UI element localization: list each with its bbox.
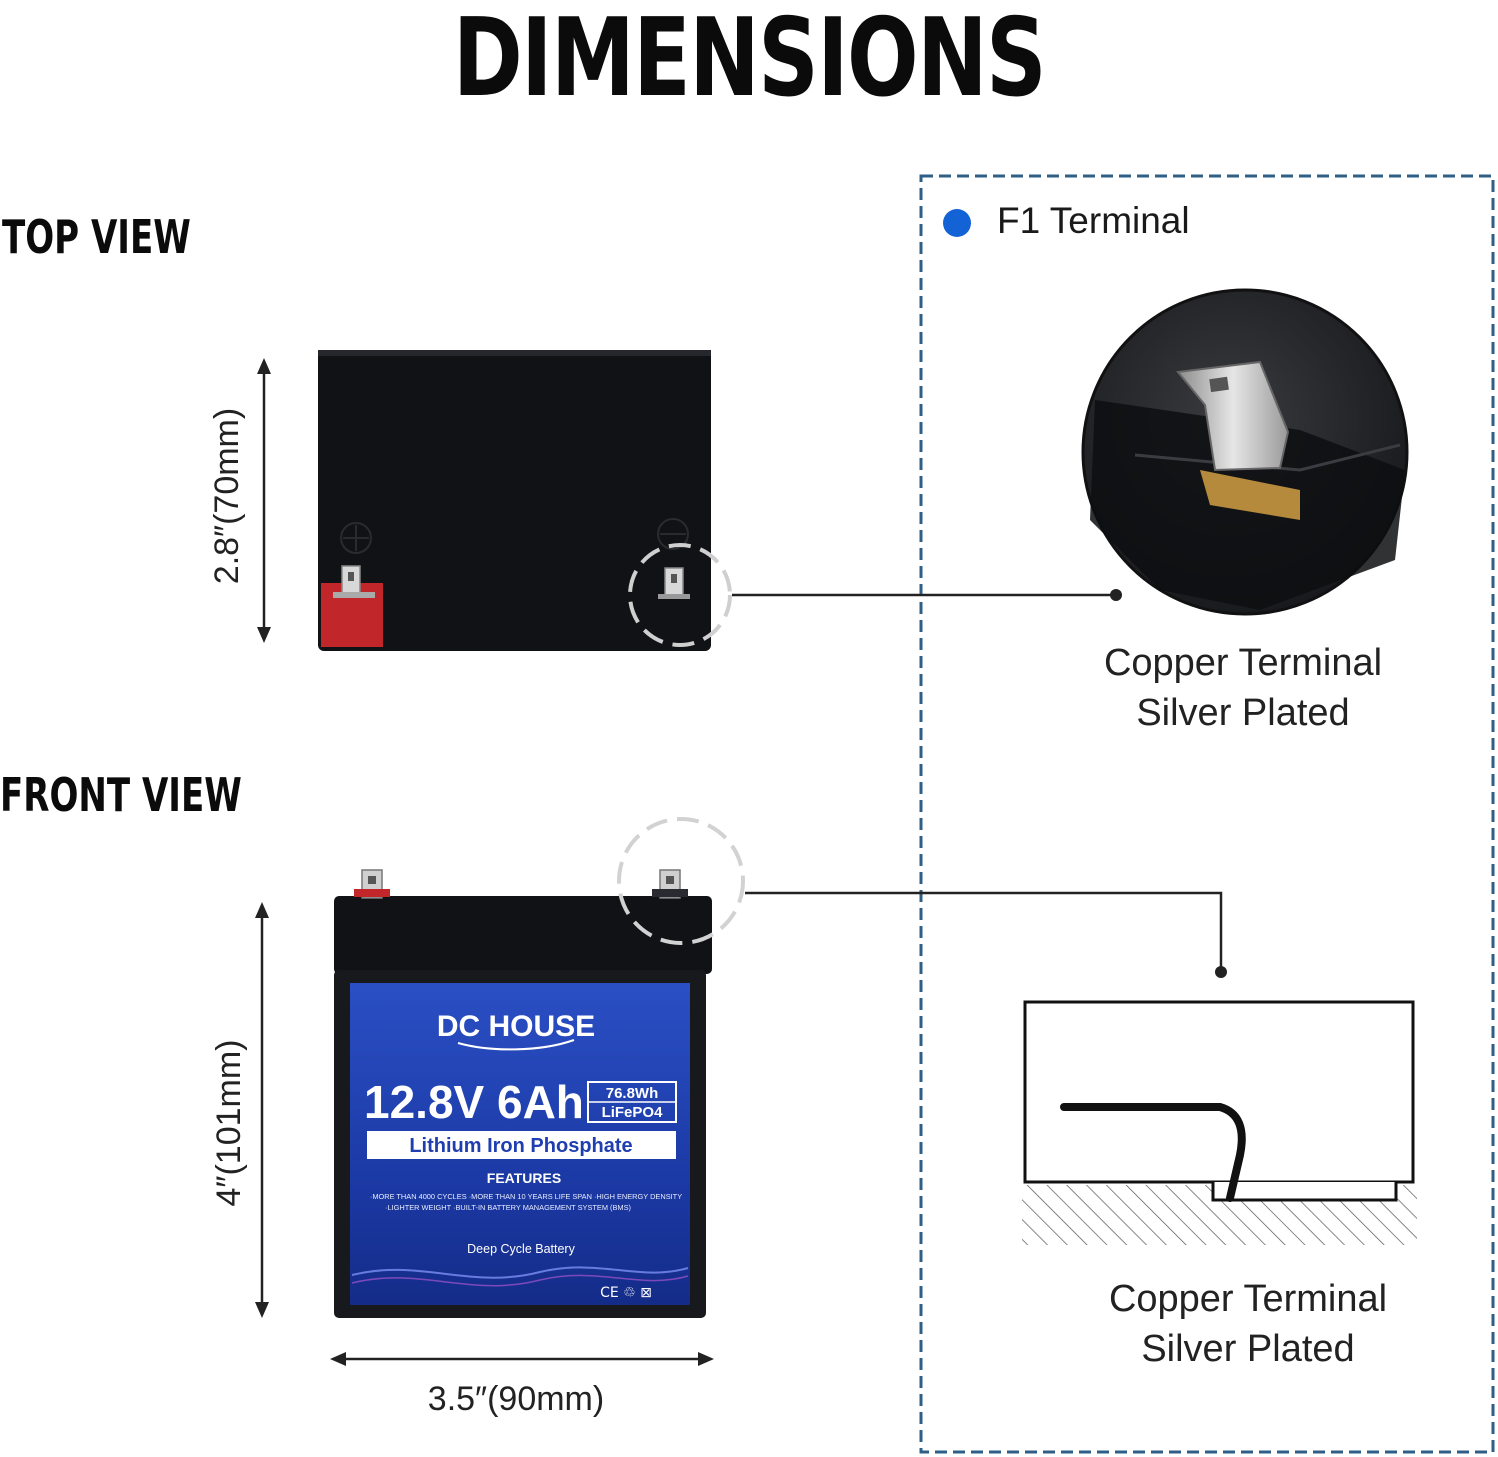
label-voltage-capacity: 12.8V 6Ah bbox=[364, 1076, 584, 1128]
front-height-dim-label: 4″(101mm) bbox=[210, 1039, 248, 1207]
terminal-cross-section bbox=[1022, 1000, 1417, 1245]
label-energy: 76.8Wh bbox=[606, 1085, 659, 1102]
front-width-dim-label: 3.5″(90mm) bbox=[427, 1380, 605, 1418]
front-view-battery: DC HOUSE 12.8V 6Ah 76.8Wh LiFePO4 Lithiu… bbox=[334, 869, 712, 1318]
front-terminal-highlight bbox=[617, 817, 745, 945]
label-type: Lithium Iron Phosphate bbox=[409, 1135, 632, 1157]
top-terminal-highlight bbox=[628, 543, 732, 647]
callout-top: Copper Terminal Silver Plated bbox=[1053, 638, 1433, 738]
positive-symbol-icon bbox=[340, 522, 372, 554]
legend-dot bbox=[943, 209, 971, 237]
label-subtitle: Deep Cycle Battery bbox=[467, 1242, 575, 1256]
label-features-line2: ·LIGHTER WEIGHT ·BUILT-IN BATTERY MANAGE… bbox=[385, 1203, 631, 1212]
label-features-title: FEATURES bbox=[487, 1170, 561, 1186]
terminal-panel-border bbox=[919, 174, 1495, 1454]
callout-bottom-line1: Copper Terminal bbox=[1108, 1278, 1388, 1320]
label-chemistry: LiFePO4 bbox=[602, 1104, 664, 1121]
legend-label: F1 Terminal bbox=[997, 200, 1190, 241]
callout-bottom: Copper Terminal Silver Plated bbox=[1058, 1274, 1438, 1374]
page-title: DIMENSIONS bbox=[452, 0, 1047, 121]
callout-top-line2: Silver Plated bbox=[1136, 692, 1350, 734]
negative-symbol-icon bbox=[657, 518, 689, 550]
top-view-battery bbox=[318, 350, 711, 651]
front-view-title: FRONT VIEW bbox=[0, 768, 242, 822]
label-features-line1: ·MORE THAN 4000 CYCLES ·MORE THAN 10 YEA… bbox=[370, 1192, 682, 1201]
label-certifications: CE ♲ ⊠ bbox=[600, 1285, 652, 1301]
label-brand: DC HOUSE bbox=[437, 1010, 595, 1043]
callout-bottom-line2: Silver Plated bbox=[1141, 1328, 1355, 1370]
top-view-title: TOP VIEW bbox=[2, 210, 191, 264]
front-callout-line bbox=[745, 891, 1223, 972]
top-height-dim-label: 2.8″(70mm) bbox=[208, 407, 246, 585]
terminal-closeup bbox=[1081, 288, 1409, 616]
callout-top-line1: Copper Terminal bbox=[1103, 642, 1383, 684]
